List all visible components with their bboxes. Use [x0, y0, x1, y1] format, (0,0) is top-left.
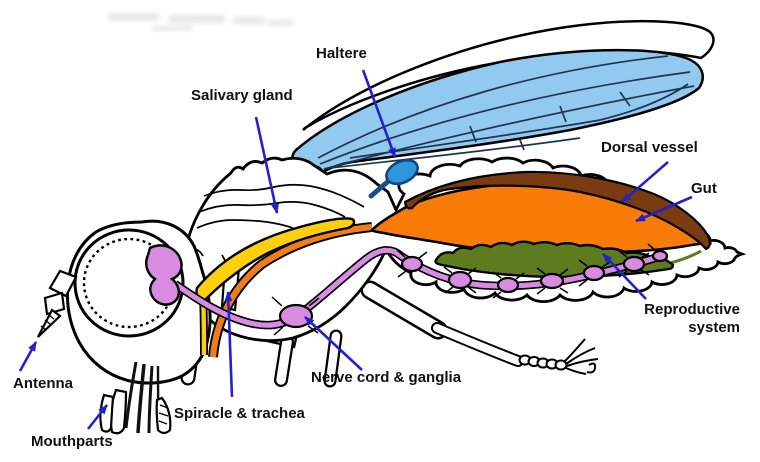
esophagus: [209, 223, 373, 358]
antenna-shape: [37, 269, 78, 338]
ganglia-nerve-branches: [271, 243, 675, 336]
repro-arrow: [602, 253, 647, 300]
pointer-arrows: [18, 69, 693, 430]
haltere-club: [385, 158, 419, 186]
label-nerve-cord-ganglia: Nerve cord & ganglia: [311, 369, 462, 386]
hind-wing: [302, 19, 715, 131]
label-dorsal-vessel: Dorsal vessel: [601, 139, 698, 156]
salivary-gland-shape: [195, 217, 356, 302]
nerve-arrow: [304, 316, 363, 371]
gut-arrow: [635, 195, 693, 223]
brain: [145, 244, 183, 306]
antenna-arrow: [18, 341, 38, 372]
thorax-lines: [188, 183, 365, 257]
watermark-smudge: [108, 13, 294, 31]
mouthparts-arrow: [86, 404, 109, 430]
nerve-cord: [173, 247, 663, 328]
wing-veins: [317, 55, 695, 170]
ganglia: [278, 249, 669, 329]
spiracle-arrow: [224, 291, 234, 398]
haltere-arrow: [361, 69, 397, 158]
label-mouthparts: Mouthparts: [31, 433, 113, 450]
label-spiracle-trachea: Spiracle & trachea: [174, 405, 305, 422]
label-gut: Gut: [691, 180, 717, 197]
salivary-arrow: [254, 116, 279, 214]
label-haltere: Haltere: [316, 45, 367, 62]
label-reproductive-system: Reproductive system: [644, 301, 740, 336]
label-salivary-gland: Salivary gland: [191, 87, 293, 104]
label-antenna: Antenna: [13, 375, 73, 392]
dorsal-arrow: [621, 161, 669, 203]
reproductive-tail: [669, 249, 702, 265]
tarsal-claws: [563, 338, 599, 375]
